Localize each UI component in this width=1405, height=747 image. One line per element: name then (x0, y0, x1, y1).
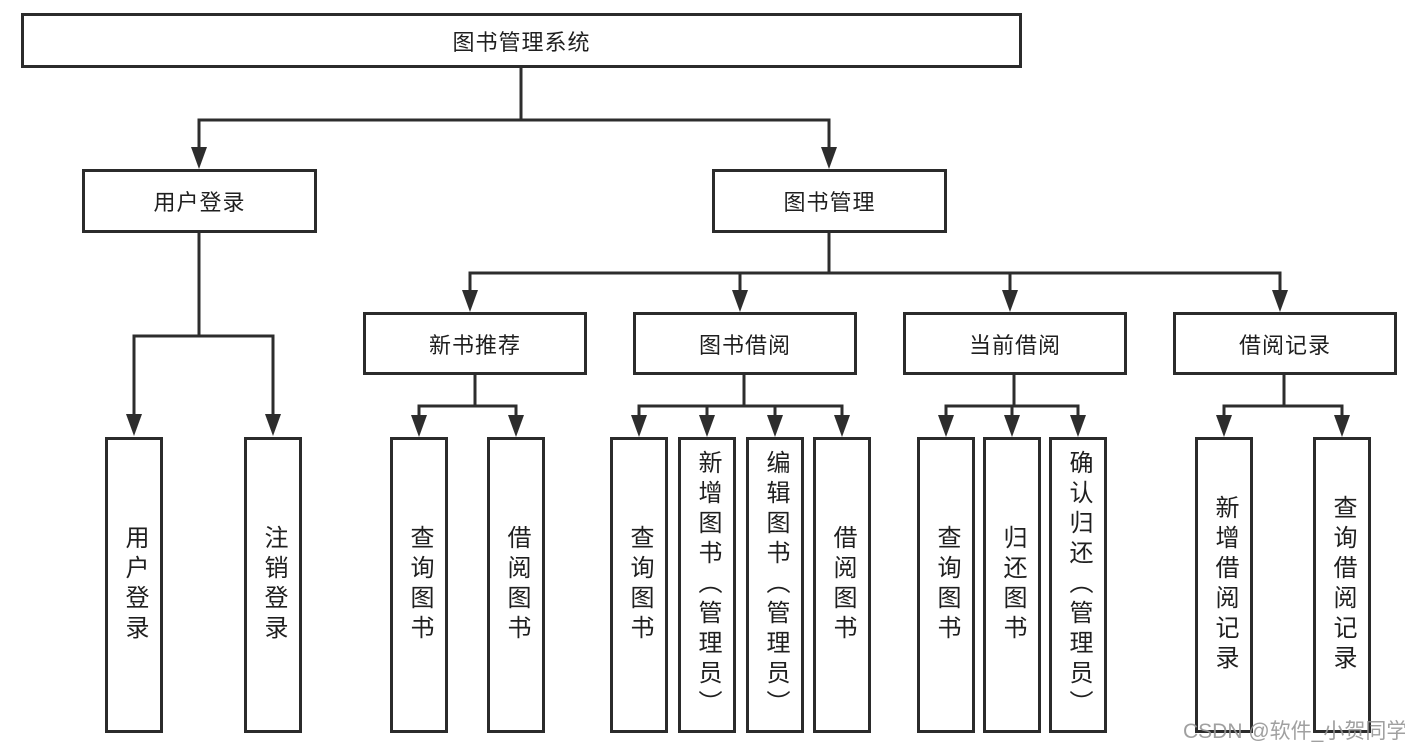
node-leaf-add-borrow-record: 新增借阅记录 (1195, 437, 1253, 733)
arrow-down-icon (1004, 406, 1020, 437)
arrow-down-icon (126, 336, 142, 436)
node-label: 查询图书 (933, 525, 960, 645)
node-label: 新增图书（管理员） (694, 450, 721, 720)
node-label: 当前借阅 (968, 332, 1061, 358)
node-leaf-query-borrow-record: 查询借阅记录 (1313, 437, 1371, 733)
watermark: CSDN @软件_小贺同学 (1183, 720, 1405, 743)
arrow-down-icon (1216, 406, 1232, 437)
node-current-borrowing: 当前借阅 (903, 312, 1127, 375)
node-label: 用户登录 (153, 190, 246, 215)
arrow-down-icon (508, 406, 524, 437)
node-leaf-query-books-current: 查询图书 (917, 437, 975, 733)
node-label: 注销登录 (260, 525, 287, 645)
node-label: 借阅图书 (829, 525, 856, 645)
node-label: 确认归还（管理员） (1065, 450, 1092, 720)
node-borrow-records: 借阅记录 (1173, 312, 1397, 375)
arrow-down-icon (732, 273, 748, 312)
arrow-down-icon (191, 120, 207, 169)
node-leaf-borrow-books: 借阅图书 (813, 437, 871, 733)
node-label: 查询借阅记录 (1329, 495, 1356, 675)
arrow-down-icon (1334, 406, 1350, 437)
node-leaf-query-books-borrowing: 查询图书 (610, 437, 668, 733)
node-label: 图书管理系统 (452, 29, 591, 55)
node-label: 新书推荐 (428, 332, 521, 358)
node-book-management: 图书管理 (712, 169, 947, 233)
node-leaf-logout: 注销登录 (244, 437, 302, 733)
node-new-book-recommend: 新书推荐 (363, 312, 587, 375)
node-label: 借阅记录 (1238, 332, 1331, 358)
node-label: 查询图书 (406, 525, 433, 645)
arrow-down-icon (1070, 406, 1086, 437)
node-label: 用户登录 (121, 525, 148, 645)
node-leaf-borrow-books-recommend: 借阅图书 (487, 437, 545, 733)
node-label: 图书借阅 (698, 332, 791, 358)
node-leaf-user-login: 用户登录 (105, 437, 163, 733)
node-leaf-return-books: 归还图书 (983, 437, 1041, 733)
arrow-down-icon (699, 406, 715, 437)
node-leaf-edit-book-admin: 编辑图书（管理员） (746, 437, 804, 733)
node-label: 新增借阅记录 (1211, 495, 1238, 675)
arrow-down-icon (1002, 273, 1018, 312)
node-label: 归还图书 (999, 525, 1026, 645)
arrow-down-icon (462, 273, 478, 312)
node-leaf-confirm-return-admin: 确认归还（管理员） (1049, 437, 1107, 733)
node-label: 查询图书 (626, 525, 653, 645)
arrow-down-icon (938, 406, 954, 437)
arrow-down-icon (631, 406, 647, 437)
arrow-down-icon (265, 336, 281, 436)
node-label: 图书管理 (783, 190, 876, 215)
node-label: 编辑图书（管理员） (762, 450, 789, 720)
node-book-borrowing: 图书借阅 (633, 312, 857, 375)
arrow-down-icon (821, 120, 837, 169)
arrow-down-icon (1272, 273, 1288, 312)
node-leaf-add-book-admin: 新增图书（管理员） (678, 437, 736, 733)
node-user-login: 用户登录 (82, 169, 317, 233)
arrow-down-icon (767, 406, 783, 437)
node-library-system: 图书管理系统 (21, 13, 1022, 68)
node-label: 借阅图书 (503, 525, 530, 645)
arrow-down-icon (411, 406, 427, 437)
arrow-down-icon (834, 406, 850, 437)
node-leaf-query-books-recommend: 查询图书 (390, 437, 448, 733)
